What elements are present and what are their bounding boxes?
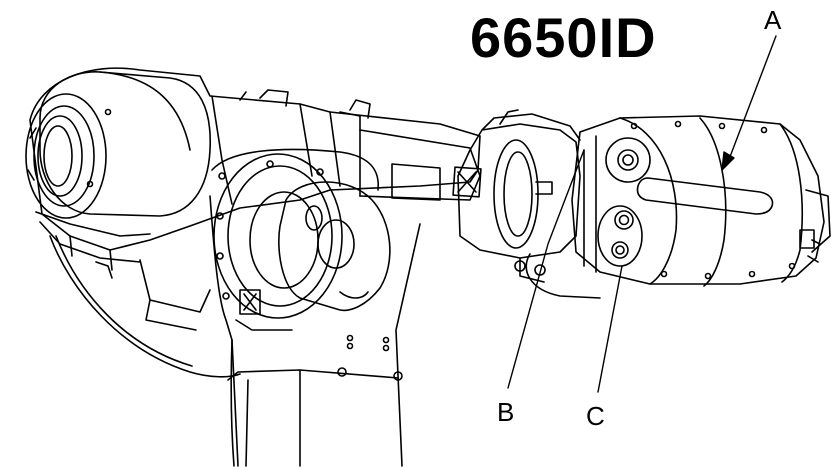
model-title: 6650ID (470, 6, 657, 69)
forearm-tube (339, 111, 482, 201)
leader-line-c (597, 265, 623, 393)
arrowhead-a (721, 151, 735, 171)
callout-label-b: B (497, 397, 515, 427)
callout-label-c: C (586, 401, 605, 431)
elbow-joint (209, 148, 421, 467)
wrist-gearbox (457, 109, 601, 299)
leader-line-b (507, 149, 585, 389)
axis-motor-cylinder (25, 71, 211, 219)
callout-label-a: A (764, 5, 782, 35)
wrist-motor-housing (571, 115, 831, 287)
callout-leader-lines (507, 35, 777, 393)
leader-line-a (727, 35, 777, 163)
